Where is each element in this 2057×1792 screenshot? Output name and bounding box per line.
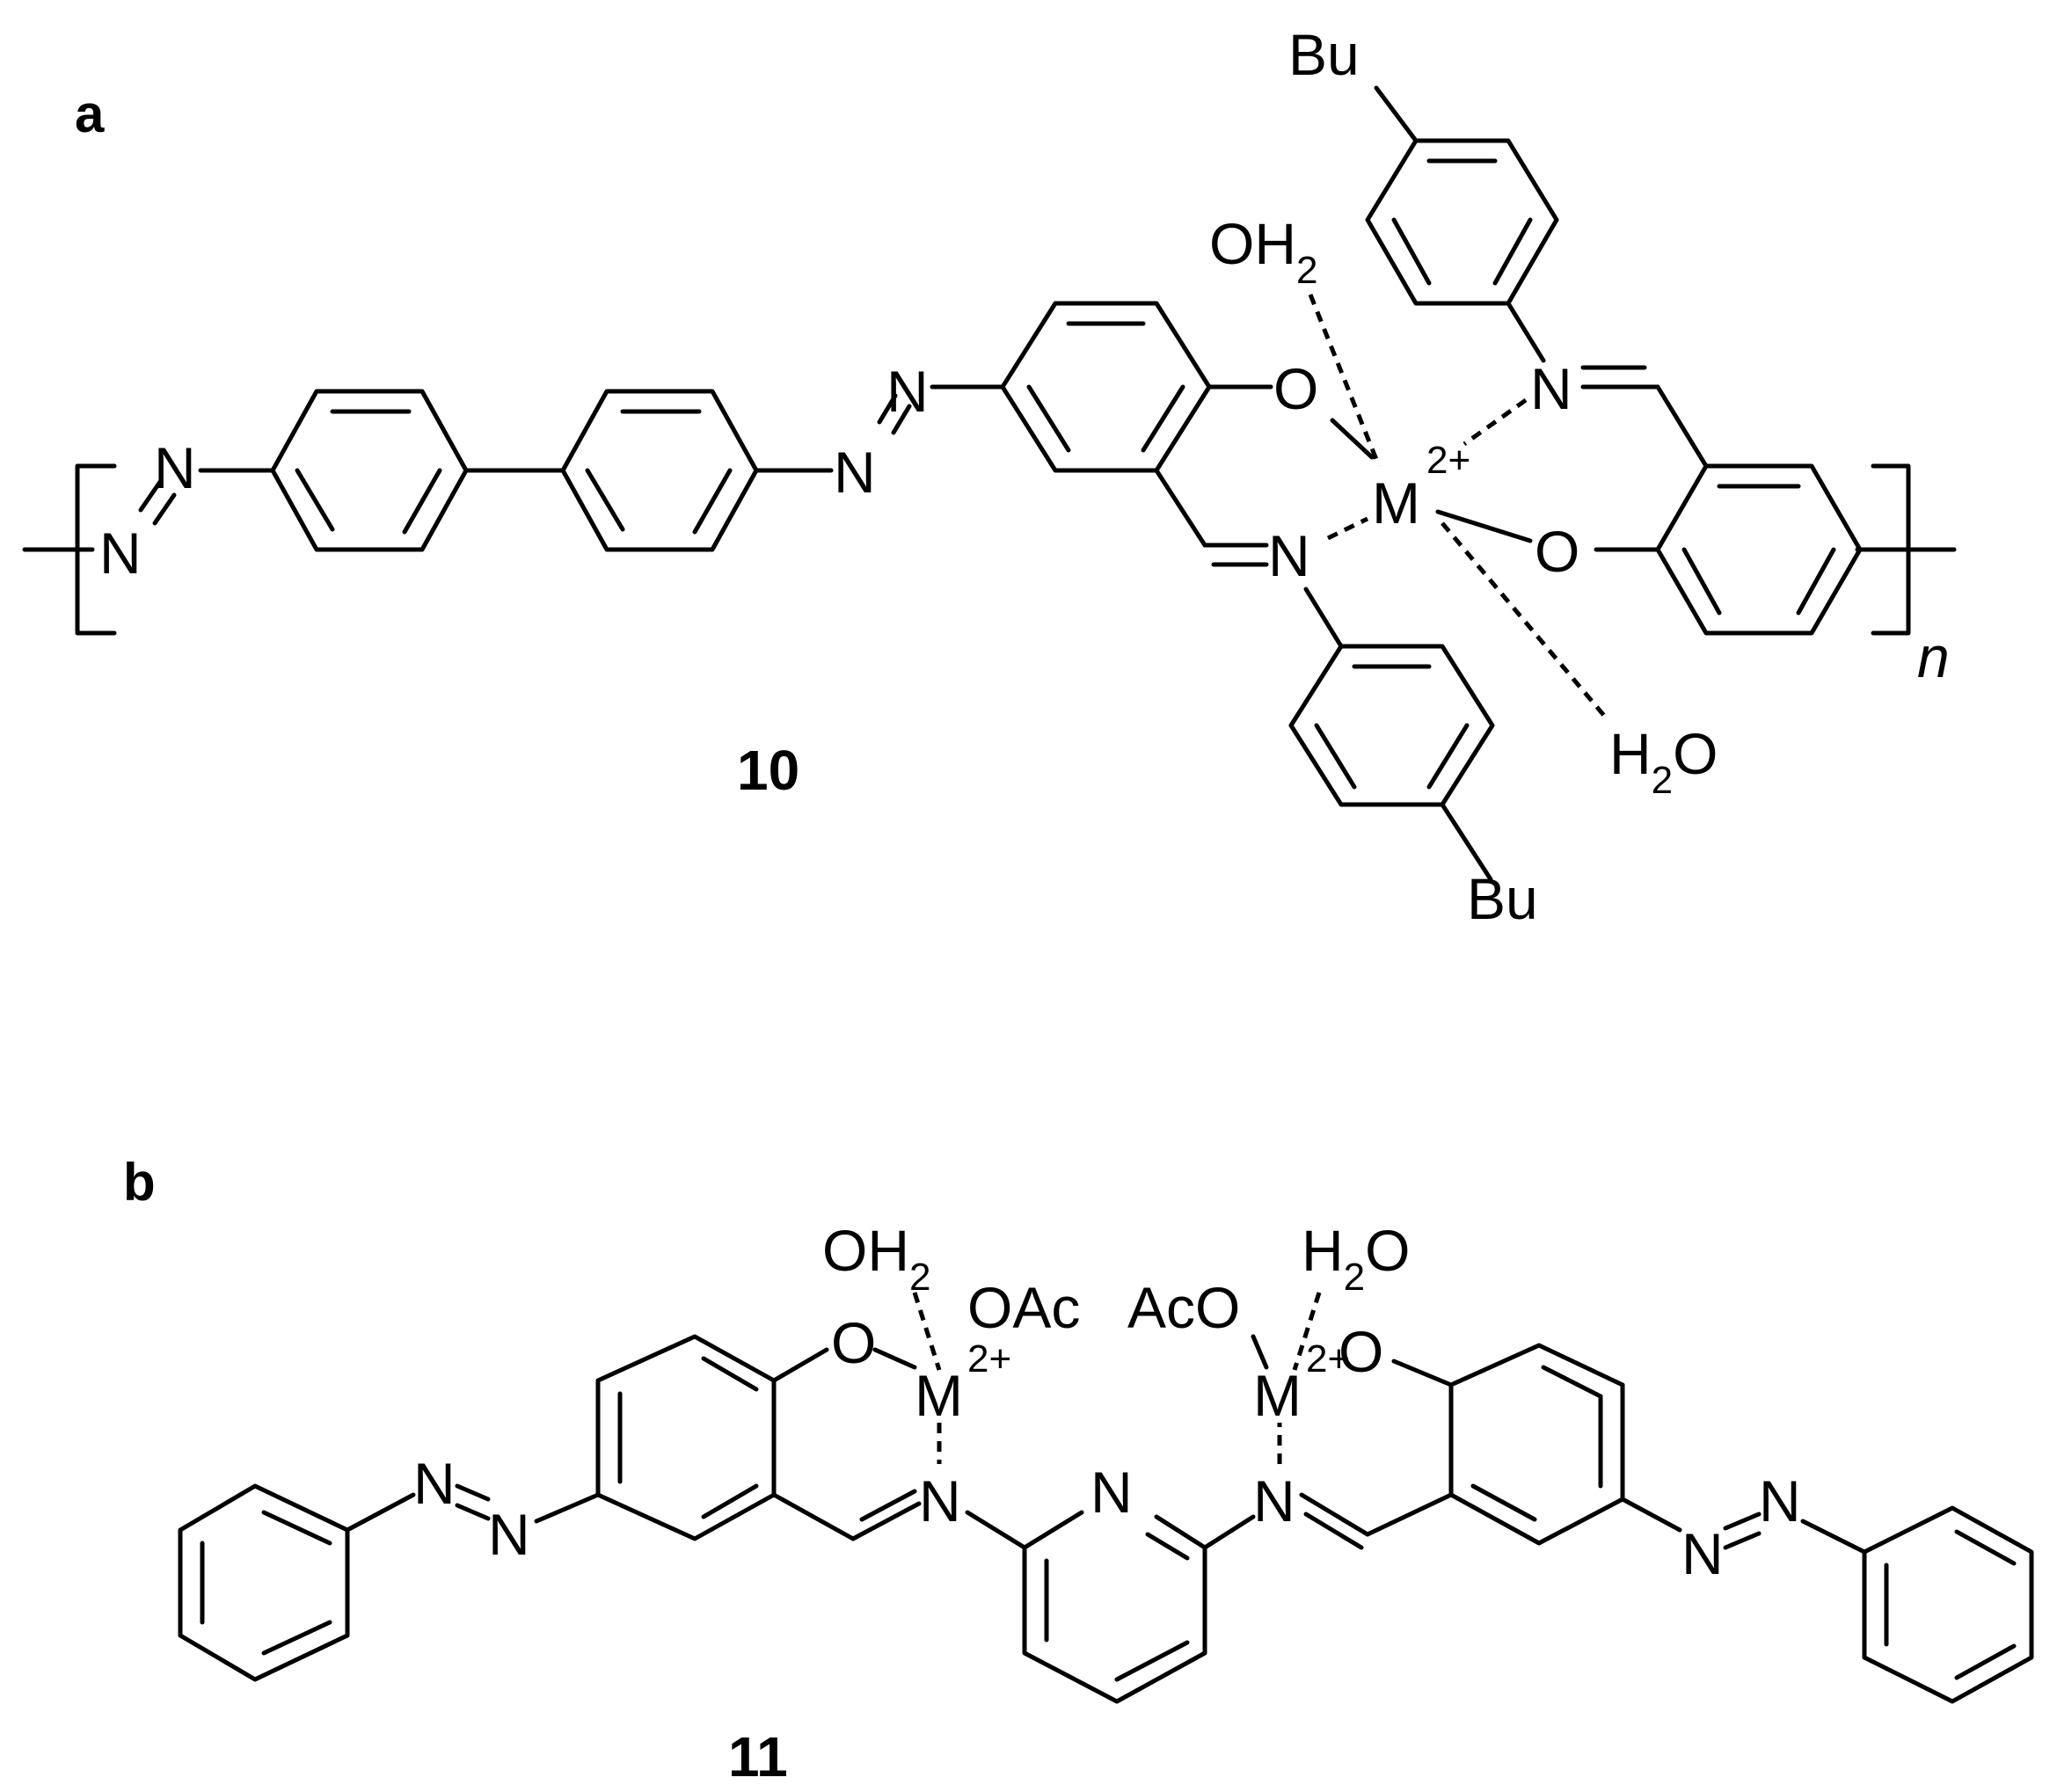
atom-n: N [1091, 1460, 1133, 1525]
azo-bond-mid [754, 384, 1005, 473]
coordination-bond [1292, 1292, 1322, 1371]
o-m-bond [1251, 1334, 1269, 1370]
n-aryl-bond [1800, 1519, 1867, 1555]
imine-bond-right [1299, 1492, 1454, 1550]
atom-n: N [488, 1502, 530, 1567]
aqua-ligand-right: H2O [1302, 1218, 1411, 1299]
aryl-n-bond [1620, 1497, 1682, 1533]
phenol-ring [1448, 1343, 1625, 1546]
phenol-ring [595, 1334, 777, 1541]
atom-o: O [1339, 1319, 1383, 1384]
metal-charge: 2+ [1426, 439, 1470, 482]
left-bracket [22, 463, 117, 636]
phenol-ring [1000, 301, 1212, 473]
benzene-ring [560, 389, 759, 552]
coordination-bond [1308, 294, 1382, 467]
n-aryl-bond [965, 1510, 1027, 1550]
atom-n: N [919, 1468, 961, 1533]
coordination-bond [912, 1292, 942, 1371]
panel-a: a N N [22, 22, 1957, 931]
acetate-ligand-right: AcO [1127, 1275, 1240, 1340]
c-bu-bond [1440, 802, 1493, 882]
c-bu-bond [1374, 85, 1419, 143]
coordination-bond [1441, 521, 1607, 718]
atom-n: N [1530, 356, 1572, 421]
right-bracket [1855, 463, 1957, 636]
metal-center-left: M [915, 1363, 963, 1428]
aqua-ligand-left: OH2 [822, 1218, 930, 1299]
aryl-n-bond [1506, 301, 1546, 363]
atom-n: N [834, 440, 876, 505]
atom-n: N [154, 435, 196, 500]
repeat-index: n [1917, 624, 1950, 689]
metal-charge: 2+ [1306, 1337, 1350, 1380]
acetate-ligand-left: OAc [967, 1275, 1080, 1340]
panel-label-b: b [123, 1153, 156, 1212]
azo-bond [455, 1483, 491, 1521]
phenol-ring [1655, 463, 1863, 636]
aqua-ligand-bottom: H2O [1609, 721, 1718, 802]
aryl-n-bond [1202, 1514, 1256, 1550]
compound-number: 10 [737, 739, 799, 802]
compound-number: 11 [728, 1725, 788, 1788]
benzene-ring [270, 389, 469, 552]
coordination-bond [1463, 397, 1528, 447]
o-c-bond [1391, 1359, 1454, 1388]
n-aryl-bond [534, 1492, 601, 1524]
metal-center-right: M [1253, 1363, 1302, 1428]
atom-n: N [1759, 1468, 1801, 1533]
atom-o: O [831, 1310, 876, 1375]
atom-n: N [886, 359, 929, 424]
aryl-n-bond [345, 1492, 416, 1533]
aqua-ligand-top: OH2 [1209, 211, 1317, 292]
n-aryl-bond [1303, 586, 1344, 649]
atom-n: N [413, 1451, 456, 1516]
panel-b: b N N O M 2+ OH2 OAc [123, 1153, 2034, 1788]
imine-bond-upper [1580, 365, 1709, 469]
benzene-ring [1365, 138, 1559, 306]
atom-o: O [1273, 356, 1318, 421]
panel-label-a: a [75, 84, 105, 143]
atom-n: N [1681, 1521, 1724, 1586]
c-o-bond [771, 1347, 829, 1383]
benzene-ring [178, 1483, 350, 1682]
atom-o: O [1535, 519, 1579, 584]
metal-charge: 2+ [967, 1337, 1011, 1380]
coordination-bond [1326, 516, 1369, 541]
atom-n: N [99, 521, 142, 586]
azo-bond-left [138, 468, 275, 526]
atom-n: N [1268, 523, 1310, 588]
imine-bond-left [771, 1489, 922, 1541]
o-m-bond [872, 1347, 917, 1370]
azo-bond [1723, 1512, 1762, 1550]
m-o-bond [1435, 509, 1533, 543]
benzene-ring [1862, 1505, 2034, 1704]
benzene-ring [1288, 644, 1495, 807]
butyl-group: Bu [1288, 22, 1360, 87]
pyridine-ring [1022, 1510, 1207, 1704]
o-m-bond [1330, 418, 1375, 460]
atom-n: N [1253, 1468, 1295, 1533]
metal-center: M [1372, 470, 1420, 535]
butyl-group: Bu [1467, 866, 1538, 931]
imine-bond-lower [1154, 468, 1269, 567]
